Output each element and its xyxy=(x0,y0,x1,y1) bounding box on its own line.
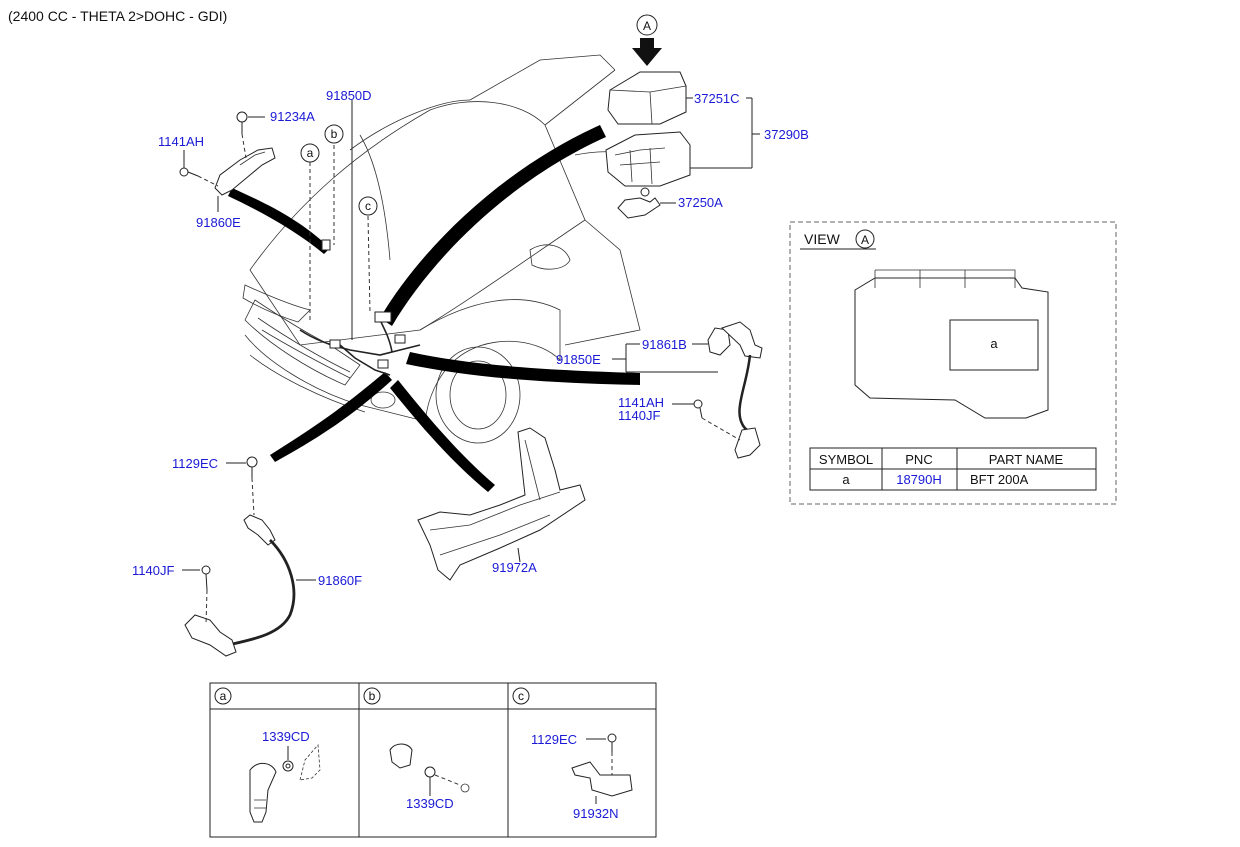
part-label-91860E[interactable]: 91860E xyxy=(196,215,241,230)
detail-a-tag: a xyxy=(220,689,227,703)
part-label-91850E[interactable]: 91850E xyxy=(556,352,601,367)
svg-text:A: A xyxy=(643,19,651,33)
callout-a[interactable]: a xyxy=(300,143,320,163)
part-label-1141AH-right[interactable]: 1141AH xyxy=(618,395,664,410)
view-callout-A: A xyxy=(861,233,869,247)
part-label-37250A[interactable]: 37250A xyxy=(678,195,723,210)
part-label-1140JF-right[interactable]: 1140JF xyxy=(618,408,660,423)
view-title: VIEW xyxy=(804,231,841,247)
part-label-37251C[interactable]: 37251C xyxy=(694,91,740,106)
part-label-1141AH-top[interactable]: 1141AH xyxy=(158,134,204,149)
fuse-box-lower-37290B xyxy=(605,131,691,187)
main-wiring-harness xyxy=(299,100,421,376)
part-label-91860F[interactable]: 91860F xyxy=(318,573,362,588)
detail-c-tag: c xyxy=(518,689,524,703)
detail-panel-c: c 1129EC 91932N xyxy=(512,687,633,821)
part-label-1129EC-left[interactable]: 1129EC xyxy=(172,456,218,471)
detail-c-part-1129EC[interactable]: 1129EC xyxy=(531,732,577,747)
svg-text:a: a xyxy=(307,146,314,160)
svg-text:b: b xyxy=(331,127,338,141)
table-cell-symbol: a xyxy=(842,472,850,487)
detail-c-part-91932N[interactable]: 91932N xyxy=(573,806,619,821)
view-fuse-label: a xyxy=(990,336,998,351)
vehicle-outline xyxy=(242,54,641,444)
terminal-37250A xyxy=(617,187,661,219)
battery-cable-91861B xyxy=(693,321,763,459)
part-label-37290B[interactable]: 37290B xyxy=(764,127,809,142)
detail-panel-b: b 1339CD xyxy=(363,687,470,811)
callout-A-top[interactable]: A xyxy=(636,14,658,36)
harness-protector-91972A xyxy=(417,427,586,581)
ground-cable-91860F xyxy=(184,456,296,657)
bracket-91860E xyxy=(179,111,276,212)
part-label-91972A[interactable]: 91972A xyxy=(492,560,537,575)
detail-b-tag: b xyxy=(369,689,376,703)
view-a-panel: VIEW A a SYMBOL PNC PART NAME a 18790H B… xyxy=(789,221,1117,505)
detail-panels xyxy=(209,682,657,838)
part-label-91234A[interactable]: 91234A xyxy=(270,109,315,124)
engine-spec-title: (2400 CC - THETA 2>DOHC - GDI) xyxy=(8,8,227,24)
callout-b[interactable]: b xyxy=(324,124,344,144)
table-cell-pnc[interactable]: 18790H xyxy=(896,472,942,487)
svg-text:c: c xyxy=(365,199,371,213)
detail-b-part-1339CD[interactable]: 1339CD xyxy=(406,796,454,811)
detail-a-part-1339CD[interactable]: 1339CD xyxy=(262,729,310,744)
table-header-part-name: PART NAME xyxy=(989,452,1064,467)
table-cell-part-name: BFT 200A xyxy=(970,472,1029,487)
arrow-down-icon xyxy=(632,38,662,66)
part-label-91861B[interactable]: 91861B xyxy=(642,337,687,352)
fuse-box-cover-37251C xyxy=(607,71,687,125)
part-label-1140JF-left[interactable]: 1140JF xyxy=(132,563,174,578)
table-header-pnc: PNC xyxy=(905,452,932,467)
detail-panel-a: a 1339CD xyxy=(214,687,321,823)
part-label-91850D[interactable]: 91850D xyxy=(326,88,372,103)
leader-bands xyxy=(228,125,640,492)
callout-c[interactable]: c xyxy=(358,196,378,216)
table-header-symbol: SYMBOL xyxy=(819,452,873,467)
